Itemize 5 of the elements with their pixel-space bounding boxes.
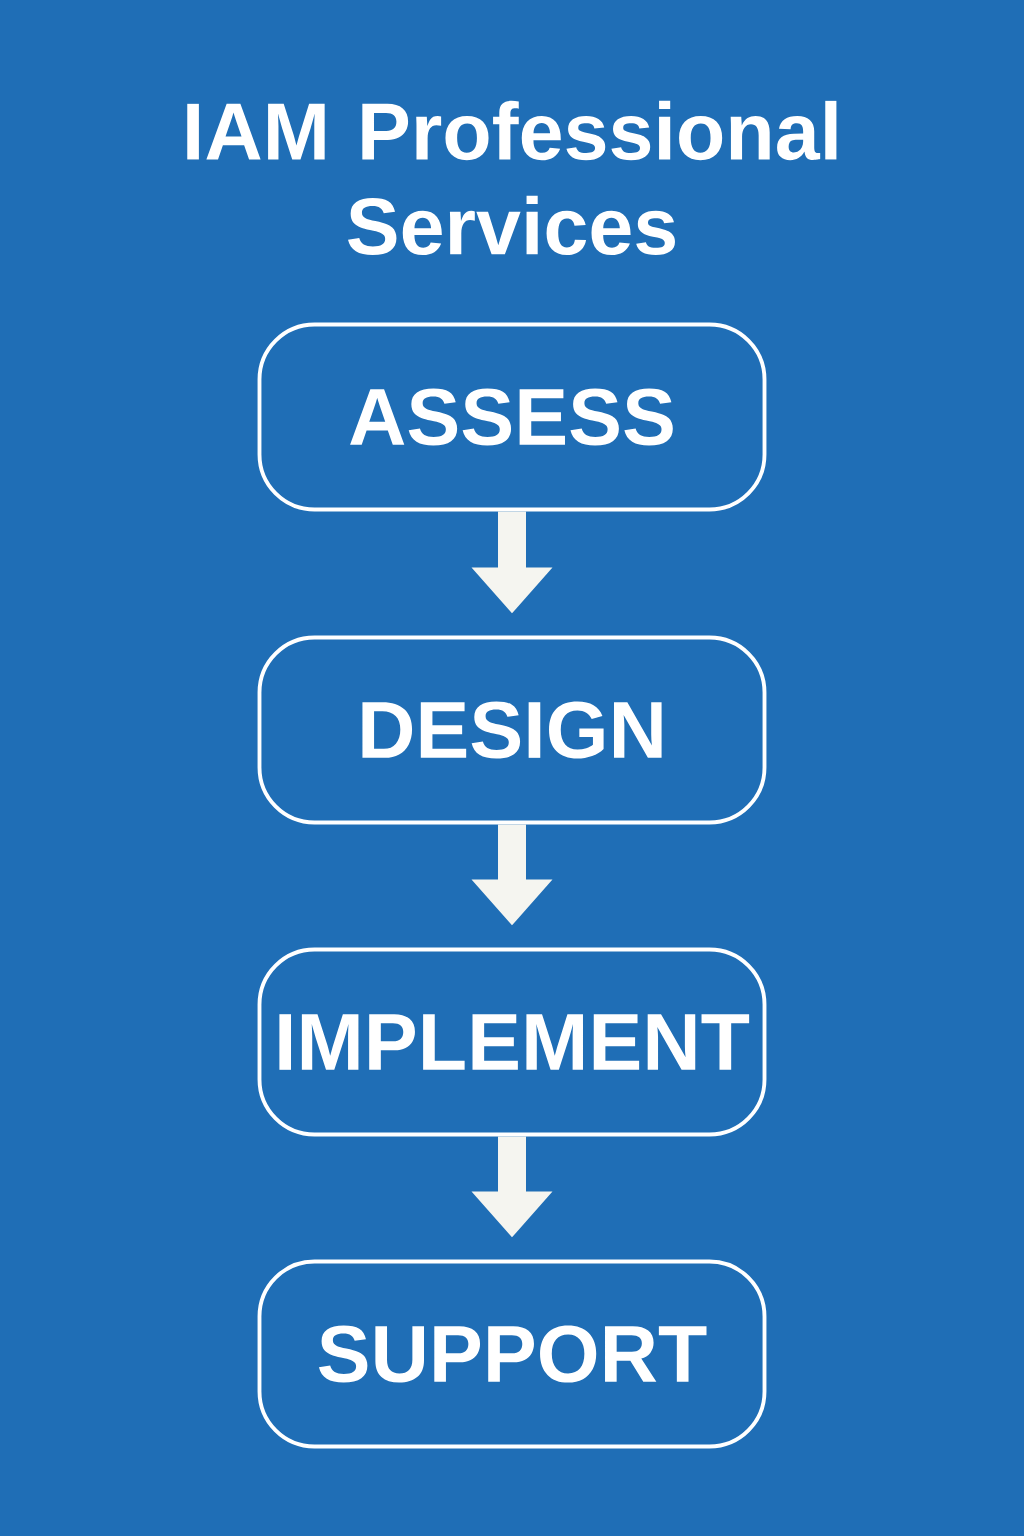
process-box: DESIGN xyxy=(257,635,767,825)
process-box: ASSESS xyxy=(257,322,767,512)
title: IAM Professional Services xyxy=(187,100,837,256)
process-box: SUPPORT xyxy=(257,1259,767,1449)
process-box: IMPLEMENT xyxy=(257,947,767,1137)
